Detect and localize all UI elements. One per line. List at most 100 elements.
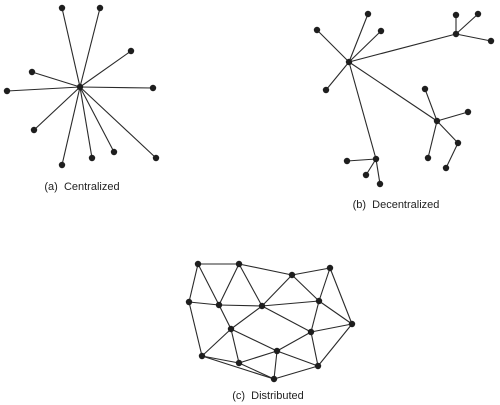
distributed-edge-11	[188, 301, 220, 306]
centralized-edge-3	[6, 86, 81, 92]
centralized-edge-4	[79, 50, 132, 88]
caption-distributed: (c) Distributed	[232, 390, 304, 402]
distributed-edge-15	[188, 301, 203, 357]
distributed-node-12	[235, 359, 243, 367]
decentralized-node-7	[322, 86, 330, 94]
distributed-edge-24	[276, 331, 312, 352]
centralized-node-11	[152, 154, 160, 162]
centralized-edge-6	[33, 86, 81, 131]
distributed-edge-26	[317, 323, 353, 367]
distributed-edge-1	[238, 263, 293, 276]
decentralized-edge-1	[348, 61, 438, 122]
decentralized-edge-4	[348, 13, 369, 63]
centralized-edge-10	[79, 86, 157, 159]
centralized-node-7	[30, 126, 38, 134]
centralized-network	[3, 4, 160, 169]
distributed-node-8	[227, 325, 235, 333]
distributed-edge-3	[188, 263, 199, 303]
decentralized-node-3	[372, 155, 380, 163]
decentralized-edge-0	[348, 33, 457, 63]
distributed-node-4	[185, 298, 193, 306]
distributed-edge-28	[238, 350, 278, 364]
distributed-edge-7	[261, 274, 293, 307]
distributed-edge-23	[230, 328, 278, 352]
decentralized-node-6	[377, 27, 385, 35]
decentralized-edge-9	[455, 33, 492, 42]
distributed-network	[185, 260, 356, 383]
decentralized-node-17	[362, 171, 370, 179]
distributed-edge-2	[291, 267, 331, 276]
distributed-node-2	[288, 271, 296, 279]
centralized-edge-8	[79, 86, 93, 159]
decentralized-node-8	[452, 11, 460, 19]
distributed-edge-14	[318, 300, 353, 325]
decentralized-node-10	[487, 37, 495, 45]
decentralized-node-13	[454, 139, 462, 147]
distributed-edge-20	[310, 323, 353, 333]
distributed-node-13	[273, 347, 281, 355]
distributed-node-11	[198, 352, 206, 360]
distributed-edge-6	[238, 263, 263, 307]
decentralized-node-2	[433, 117, 441, 125]
distributed-edge-27	[201, 355, 240, 364]
centralized-node-10	[110, 148, 118, 156]
distributed-edge-17	[230, 305, 263, 330]
decentralized-node-18	[376, 180, 384, 188]
distributed-node-14	[314, 362, 322, 370]
distributed-edge-8	[291, 274, 320, 302]
decentralized-edge-14	[445, 142, 459, 169]
decentralized-edge-8	[455, 13, 479, 35]
centralized-edge-5	[79, 86, 154, 89]
centralized-edge-9	[79, 86, 115, 153]
distributed-edge-33	[201, 355, 275, 380]
decentralized-edge-6	[325, 61, 350, 91]
decentralized-edge-11	[436, 111, 469, 122]
decentralized-edge-12	[436, 120, 459, 144]
distributed-node-5	[215, 301, 223, 309]
distributed-edge-19	[310, 300, 320, 333]
decentralized-node-16	[343, 157, 351, 165]
centralized-node-1	[58, 4, 66, 12]
distributed-edge-16	[218, 304, 232, 330]
distributed-node-15	[270, 375, 278, 383]
distributed-node-1	[235, 260, 243, 268]
decentralized-node-11	[421, 85, 429, 93]
distributed-node-7	[315, 297, 323, 305]
decentralized-node-1	[452, 30, 460, 38]
decentralized-edge-2	[348, 61, 377, 160]
distributed-node-3	[326, 264, 334, 272]
decentralized-edge-5	[348, 30, 382, 63]
distributed-node-0	[194, 260, 202, 268]
decentralized-node-12	[464, 108, 472, 116]
decentralized-edge-3	[316, 29, 350, 63]
centralized-edge-2	[31, 71, 81, 88]
distributed-edge-12	[218, 304, 263, 307]
distributed-edge-10	[329, 267, 353, 325]
decentralized-network	[313, 10, 495, 188]
centralized-node-9	[88, 154, 96, 162]
centralized-edge-7	[61, 86, 81, 166]
distributed-edge-5	[218, 263, 240, 306]
centralized-edge-1	[79, 7, 101, 88]
centralized-node-3	[28, 68, 36, 76]
centralized-node-4	[3, 87, 11, 95]
decentralized-node-5	[364, 10, 372, 18]
distributed-edge-9	[318, 267, 331, 302]
decentralized-node-4	[313, 26, 321, 34]
centralized-node-8	[58, 161, 66, 169]
distributed-edge-29	[276, 350, 319, 367]
centralized-edge-0	[61, 7, 81, 88]
distributed-edge-32	[273, 365, 319, 380]
decentralized-edge-10	[424, 88, 438, 122]
distributed-edge-13	[261, 300, 320, 307]
distributed-edge-31	[273, 350, 278, 380]
decentralized-node-14	[424, 154, 432, 162]
caption-decentralized: (b) Decentralized	[353, 199, 440, 211]
distributed-edge-21	[201, 328, 232, 357]
distributed-edge-30	[238, 362, 275, 380]
distributed-node-9	[307, 328, 315, 336]
decentralized-node-9	[474, 10, 482, 18]
centralized-node-0	[76, 83, 84, 91]
decentralized-edge-17	[375, 158, 381, 185]
